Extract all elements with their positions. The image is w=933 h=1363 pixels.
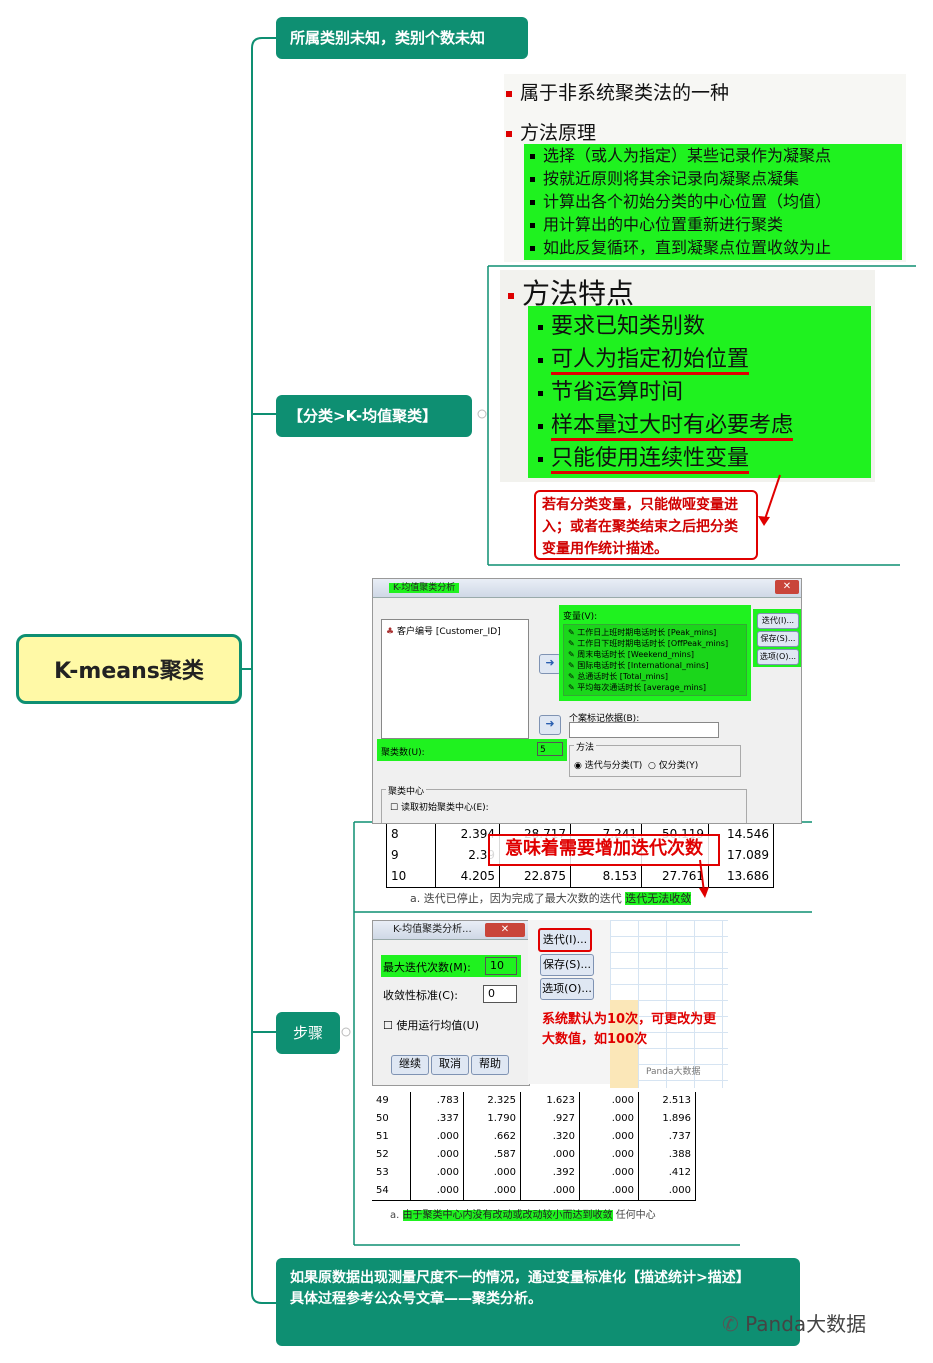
features-panel: 方法特点 要求已知类别数 可人为指定初始位置 节省运算时间 样本量过大时有必要考… (500, 270, 875, 482)
principle-heading-text: 方法原理 (520, 122, 597, 144)
default-iterations-note: 系统默认为10次，可更改为更大数值，如100次 (542, 1012, 717, 1047)
max-iterations-label: 最大迭代次数(M): (383, 961, 471, 974)
kmeans-dialog: K-均值聚类分析 ✕ ♣ 客户编号 [Customer_ID] ➜ ➜ 变量(V… (372, 578, 802, 824)
table-row: 53.000.000.392.000.412 (372, 1164, 696, 1182)
callout-arrow (758, 474, 781, 526)
reference-line: 具体过程参考公众号文章——聚类分析。 (290, 1291, 542, 1307)
feature-item: 只能使用连续性变量 (538, 442, 871, 475)
cluster-count-row: 聚类数(U): 5 (377, 739, 567, 761)
feature-item: 可人为指定初始位置 (538, 343, 871, 376)
move-variable-button[interactable]: ➜ (539, 654, 561, 674)
principle-step: 选择（或人为指定）某些记录作为凝聚点 (530, 144, 902, 167)
options-side-button[interactable]: 选项(O)... (540, 978, 594, 1000)
wechat-icon: ✆ (722, 1312, 739, 1336)
kmeans-dialog-titlebar: K-均值聚类分析 (373, 579, 801, 598)
variable-item[interactable]: ✎ 工作日上班时期电话时长 [Peak_mins] (568, 628, 717, 637)
continue-button[interactable]: 继续 (391, 1055, 429, 1075)
case-label-field[interactable] (569, 722, 719, 738)
small-watermark: Panda大数据 (646, 1067, 701, 1077)
branch-kmeans-menu[interactable]: 【分类>K-均值聚类】 (276, 395, 472, 437)
variable-item[interactable]: ✎ 周末电话时长 [Weekend_mins] (568, 650, 694, 659)
running-means-checkbox[interactable]: ☐ 使用运行均值(U) (383, 1019, 479, 1032)
features-title: 方法特点 (508, 272, 634, 312)
branch-steps[interactable]: 步骤 (276, 1012, 340, 1054)
method-iterate-radio[interactable]: ◉ 迭代与分类(T) (574, 761, 643, 771)
kmeans-dialog-title: K-均值聚类分析 (389, 583, 460, 593)
save-button[interactable]: 保存(S)... (757, 631, 799, 647)
non-hierarchical-item: 属于非系统聚类法的一种 (506, 78, 729, 105)
move-case-label-button[interactable]: ➜ (539, 715, 561, 735)
iteration-footnote-top: a. 迭代已停止，因为完成了最大次数的迭代 迭代无法收敛 (410, 892, 692, 905)
variables-list[interactable]: ✎ 工作日上班时期电话时长 [Peak_mins] ✎ 工作日下班时期电话时长 … (563, 624, 747, 696)
method-classify-radio[interactable]: ○ 仅分类(Y) (648, 761, 699, 771)
overlay-arrow (699, 859, 709, 898)
convergence-input[interactable]: 0 (483, 985, 517, 1003)
variable-item[interactable]: ✎ 平均每次通话时长 [average_mins] (568, 683, 707, 692)
principle-step: 如此反复循环，直到凝聚点位置收敛为止 (530, 236, 902, 259)
principle-step: 用计算出的中心位置重新进行聚类 (530, 213, 902, 236)
watermark: ✆ Panda大数据 (722, 1312, 867, 1336)
standardize-line: 如果原数据出现测量尺度不一的情况，通过变量标准化【描述统计>描述】 (290, 1270, 750, 1286)
cluster-centers-group: 聚类中心 ☐ 读取初始聚类中心(E): (381, 784, 747, 823)
table-row: 10 4.205 22.875 8.153 27.761 13.686 (386, 866, 774, 888)
branch-unknown-categories-label: 所属类别未知，类别个数未知 (290, 29, 486, 47)
feature-item: 要求已知类别数 (538, 310, 871, 343)
table-row: 54.000.000.000.000.000 (372, 1182, 696, 1201)
iterate-button[interactable]: 迭代(I)... (757, 613, 799, 629)
branch-steps-label: 步骤 (292, 1024, 323, 1042)
iterate-dialog: K-均值聚类分析... ✕ 最大迭代次数(M): 10 收敛性标准(C): 0 … (372, 920, 530, 1086)
increase-iterations-overlay: 意味着需要增加迭代次数 (488, 834, 720, 866)
convergence-label: 收敛性标准(C): (383, 989, 458, 1002)
save-side-button[interactable]: 保存(S)... (540, 954, 594, 976)
max-iterations-input[interactable]: 10 (485, 957, 517, 975)
branch-standardize-note[interactable]: 如果原数据出现测量尺度不一的情况，通过变量标准化【描述统计>描述】 具体过程参考… (276, 1258, 800, 1346)
cluster-count-input[interactable]: 5 (537, 742, 563, 756)
selected-variables-area: 变量(V): ✎ 工作日上班时期电话时长 [Peak_mins] ✎ 工作日下班… (559, 605, 751, 701)
categorical-variable-callout: 若有分类变量，只能做哑变量进入；或者在聚类结束之后把分类变量用作统计描述。 (534, 490, 758, 560)
max-iterations-row: 最大迭代次数(M): 10 (381, 955, 521, 977)
variables-label: 变量(V): (563, 612, 598, 622)
cancel-button[interactable]: 取消 (431, 1055, 469, 1075)
cluster-count-label: 聚类数(U): (381, 748, 425, 758)
table-row: 51.000.662.320.000.737 (372, 1128, 696, 1146)
feature-item: 节省运算时间 (538, 376, 871, 409)
method-principle-panel: 属于非系统聚类法的一种 方法原理 选择（或人为指定）某些记录作为凝聚点 按就近原… (504, 74, 906, 262)
read-initial-centers-checkbox[interactable]: ☐ 读取初始聚类中心(E): (390, 803, 489, 813)
close-icon[interactable]: ✕ (485, 923, 525, 937)
feature-item: 样本量过大时有必要考虑 (538, 409, 871, 442)
principle-heading: 方法原理 (506, 118, 596, 145)
variable-item[interactable]: ✎ 国际电话时长 [International_mins] (568, 661, 709, 670)
table-row: 52.000.587.000.000.388 (372, 1146, 696, 1164)
case-label-caption: 个案标记依据(B): (569, 714, 640, 724)
options-button[interactable]: 选项(O)... (757, 649, 799, 665)
principle-steps: 选择（或人为指定）某些记录作为凝聚点 按就近原则将其余记录向凝聚点凝集 计算出各… (524, 144, 902, 260)
variable-item[interactable]: ✎ 工作日下班时期电话时长 [OffPeak_mins] (568, 639, 729, 648)
close-icon[interactable]: ✕ (775, 580, 799, 594)
variable-item[interactable]: ✎ 总通话时长 [Total_mins] (568, 672, 668, 681)
root-node[interactable]: K-means聚类 (16, 634, 242, 704)
source-variable-list[interactable]: ♣ 客户编号 [Customer_ID] (381, 619, 529, 739)
root-label: K-means聚类 (54, 659, 204, 684)
principle-step: 计算出各个初始分类的中心位置（均值） (530, 190, 902, 213)
iteration-footnote-bottom: a. 由于聚类中心内没有改动或改动较小而达到收敛 任何中心 (390, 1210, 656, 1221)
branch-unknown-categories[interactable]: 所属类别未知，类别个数未知 (276, 17, 528, 59)
method-label: 方法 (574, 740, 597, 753)
help-button[interactable]: 帮助 (471, 1055, 509, 1075)
method-group: 方法 ◉ 迭代与分类(T) ○ 仅分类(Y) (569, 740, 741, 777)
source-variable-item[interactable]: 客户编号 [Customer_ID] (396, 627, 501, 637)
features-list: 要求已知类别数 可人为指定初始位置 节省运算时间 样本量过大时有必要考虑 只能使… (528, 306, 871, 478)
principle-step: 按就近原则将其余记录向凝聚点凝集 (530, 167, 902, 190)
branch-kmeans-menu-label: 【分类>K-均值聚类】 (288, 407, 438, 425)
non-hierarchical-text: 属于非系统聚类法的一种 (520, 82, 730, 104)
grid-highlight-column (610, 1000, 638, 1088)
iterate-side-button[interactable]: 迭代(I)... (538, 928, 592, 952)
cluster-centers-label: 聚类中心 (386, 784, 427, 797)
